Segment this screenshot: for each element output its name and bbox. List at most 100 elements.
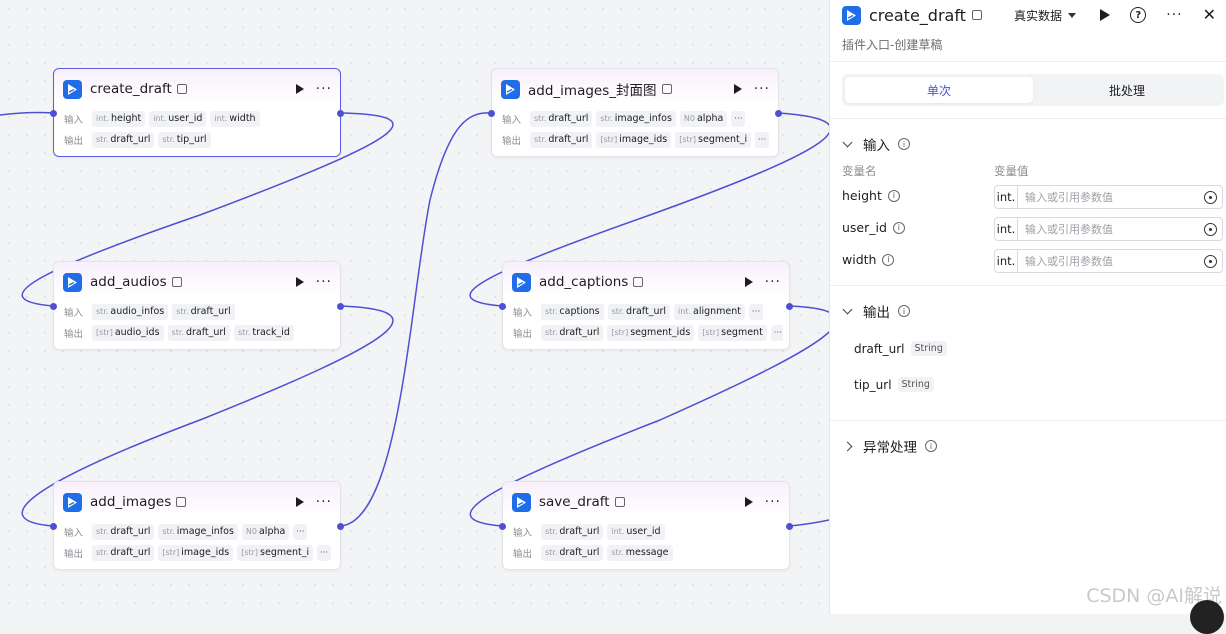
param-pill[interactable]: str.draft_url: [167, 324, 230, 341]
param-pill[interactable]: str.tip_url: [158, 131, 211, 148]
more-params-button[interactable]: ···: [731, 110, 746, 127]
param-pill[interactable]: str.audio_infos: [92, 303, 169, 320]
run-node-button[interactable]: [744, 497, 753, 507]
node-more-icon[interactable]: ···: [764, 274, 781, 290]
width-input[interactable]: [1018, 251, 1204, 271]
reference-icon[interactable]: [1204, 190, 1217, 204]
more-params-button[interactable]: ···: [755, 131, 770, 148]
help-icon[interactable]: ?: [1130, 7, 1147, 23]
input-port[interactable]: [488, 110, 495, 117]
node-more-icon[interactable]: ···: [315, 494, 332, 510]
output-port[interactable]: [786, 523, 793, 530]
input-section-toggle[interactable]: 输入 i: [842, 134, 910, 154]
input-port[interactable]: [499, 303, 506, 310]
info-icon[interactable]: i: [892, 221, 905, 234]
param-pill[interactable]: [str]image_ids: [596, 131, 672, 148]
param-type: str.: [534, 114, 547, 123]
reference-icon[interactable]: [1204, 254, 1217, 268]
more-params-button[interactable]: ···: [293, 523, 308, 540]
param-pill[interactable]: str.draft_url: [92, 544, 155, 561]
param-pill[interactable]: str.captions: [541, 303, 604, 320]
height-input[interactable]: [1018, 187, 1204, 207]
info-icon[interactable]: i: [898, 138, 910, 150]
param-pill[interactable]: [str]segment: [698, 324, 767, 341]
more-icon[interactable]: ···: [1166, 7, 1183, 23]
param-pill[interactable]: str.draft_url: [92, 523, 155, 540]
node-title: add_images: [90, 494, 172, 510]
param-type: str.: [545, 527, 558, 536]
param-pill[interactable]: [str]segment_ids: [607, 324, 695, 341]
run-button[interactable]: [1100, 9, 1111, 21]
param-pill[interactable]: str.draft_url: [607, 303, 671, 320]
more-params-button[interactable]: ···: [770, 324, 783, 341]
param-pill[interactable]: [str]segment_i: [675, 131, 752, 148]
param-pill[interactable]: str.image_infos: [596, 110, 676, 127]
param-pill[interactable]: str.image_infos: [158, 523, 238, 540]
param-name: segment_ids: [630, 327, 691, 338]
output-port[interactable]: [337, 523, 344, 530]
input-port[interactable]: [50, 523, 57, 530]
param-pill[interactable]: int.height: [92, 110, 146, 127]
run-node-button[interactable]: [733, 84, 742, 94]
edge-add-audios-add-images: [21, 305, 394, 527]
reference-icon[interactable]: [1204, 222, 1217, 236]
param-type: N0: [683, 114, 695, 123]
info-icon[interactable]: i: [887, 189, 900, 202]
run-node-button[interactable]: [744, 277, 753, 287]
param-pill[interactable]: str.track_id: [233, 324, 294, 341]
user-id-input[interactable]: [1018, 219, 1204, 239]
param-pill[interactable]: str.draft_url: [530, 110, 593, 127]
param-pill[interactable]: int.user_id: [607, 523, 665, 540]
param-pill[interactable]: str.draft_url: [541, 324, 604, 341]
input-port[interactable]: [50, 303, 57, 310]
more-params-button[interactable]: ···: [317, 544, 332, 561]
node-more-icon[interactable]: ···: [315, 81, 332, 97]
output-port[interactable]: [775, 110, 782, 117]
run-node-button[interactable]: [295, 277, 304, 287]
more-params-button[interactable]: ···: [749, 303, 764, 320]
floating-button[interactable]: [1190, 600, 1224, 634]
tab-batch[interactable]: 批处理: [1108, 83, 1145, 98]
node-more-icon[interactable]: ···: [764, 494, 781, 510]
param-pill[interactable]: [str]audio_ids: [92, 324, 164, 341]
param-pill[interactable]: str.draft_url: [172, 303, 235, 320]
param-pill[interactable]: str.draft_url: [530, 131, 593, 148]
node-more-icon[interactable]: ···: [753, 81, 770, 97]
output-section-toggle[interactable]: 输出 i: [842, 301, 910, 321]
info-icon[interactable]: i: [925, 440, 937, 452]
data-mode-dropdown[interactable]: 真实数据: [1014, 7, 1076, 24]
run-node-button[interactable]: [295, 84, 304, 94]
param-pill[interactable]: int.width: [210, 110, 260, 127]
param-pill[interactable]: [str]segment_i: [237, 544, 314, 561]
tab-single[interactable]: 单次: [845, 77, 1033, 103]
error-handling-toggle[interactable]: 异常处理 i: [842, 436, 937, 456]
param-pill[interactable]: str.draft_url: [92, 131, 155, 148]
output-port[interactable]: [337, 110, 344, 117]
param-pill[interactable]: str.draft_url: [541, 544, 604, 561]
param-pill[interactable]: str.draft_url: [541, 523, 604, 540]
output-port[interactable]: [786, 303, 793, 310]
close-icon[interactable]: ✕: [1202, 5, 1216, 24]
param-pill[interactable]: int.alignment: [674, 303, 746, 320]
input-port[interactable]: [50, 110, 57, 117]
output-port[interactable]: [337, 303, 344, 310]
info-icon[interactable]: i: [882, 253, 895, 266]
info-icon[interactable]: i: [898, 305, 910, 317]
param-pill[interactable]: str.message: [607, 544, 673, 561]
run-node-button[interactable]: [295, 497, 304, 507]
param-pill[interactable]: [str]image_ids: [158, 544, 234, 561]
param-pill[interactable]: int.user_id: [149, 110, 207, 127]
node-more-icon[interactable]: ···: [315, 274, 332, 290]
input-port[interactable]: [499, 523, 506, 530]
param-type: str.: [611, 548, 624, 557]
